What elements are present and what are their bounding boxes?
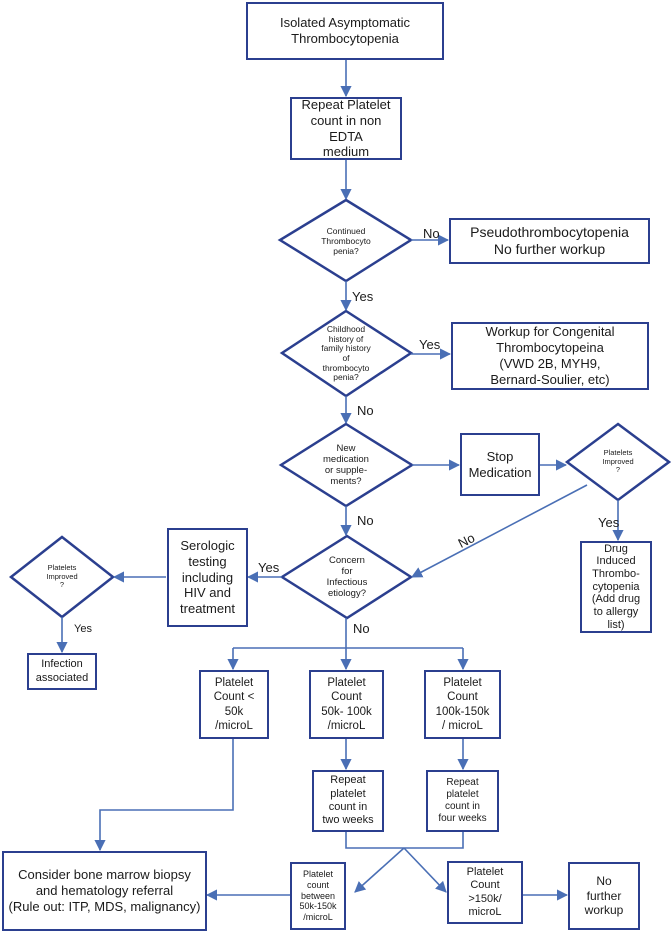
repeat-platelet-node: Repeat Platelet count in non EDTA medium [290,97,402,160]
infection-associated-node: Infection associated [27,653,97,690]
repeat-two-weeks-node: Repeat platelet count in two weeks [312,770,384,832]
label-yes-infection: Yes [74,623,92,635]
arrow-improved-no-to-concern [411,484,588,578]
start-node: Isolated Asymptomatic Thrombocytopenia [246,2,444,60]
platelet-100k-150k-node: Platelet Count 100k-150k / microL [424,670,501,739]
pseudothrombocytopenia-node: Pseudothrombocytopenia No further workup [449,218,650,264]
decision-infectious-etiology [279,534,414,620]
label-yes-drug-induced: Yes [598,515,620,530]
connector-repeat-merge [345,832,464,849]
drug-induced-node: Drug Induced Thrombo- cytopenia (Add dru… [580,541,652,633]
platelet-50k-100k-node: Platelet Count 50k- 100k /microL [309,670,384,739]
infectious-etiology-text: Concern for Infectious etiology? [326,554,368,600]
no-further-workup-node: No further workup [568,862,640,930]
serologic-testing-node: Serologic testing including HIV and trea… [167,528,248,627]
label-yes-serologic: Yes [258,560,280,575]
continued-thrombocytopenia-text: Continued Thrombocyto penia? [321,225,371,256]
label-yes-continued: Yes [352,289,374,304]
platelet-gt150k-node: Platelet Count >150k/ microL [447,861,523,924]
new-medication-text: New medication or supple- ments? [323,442,369,488]
bone-marrow-referral-node: Consider bone marrow biopsy and hematolo… [2,851,207,931]
childhood-history-text: Childhood history of family history of t… [321,324,371,383]
platelet-lt50k-node: Platelet Count < 50k /microL [199,670,269,739]
label-no-concern: No [353,621,370,636]
label-no-pseudo: No [423,226,440,241]
arrow-merge-to-gt150 [403,847,447,893]
arrow-merge-to-between [354,847,405,893]
platelet-between-node: Platelet count between 50k-150k /microL [290,862,346,930]
platelets-improved-left-text: Platelets Improved ? [46,562,78,590]
label-yes-congenital: Yes [419,337,441,352]
label-no-newmed: No [357,513,374,528]
congenital-workup-node: Workup for Congenital Thrombocytopeina (… [451,322,649,390]
repeat-four-weeks-node: Repeat platelet count in four weeks [426,770,499,832]
stop-medication-node: Stop Medication [460,433,540,496]
arrow-lt50-to-marrow [94,739,234,852]
platelets-improved-right-text: Platelets Improved ? [602,447,634,475]
label-no-childhood: No [357,403,374,418]
